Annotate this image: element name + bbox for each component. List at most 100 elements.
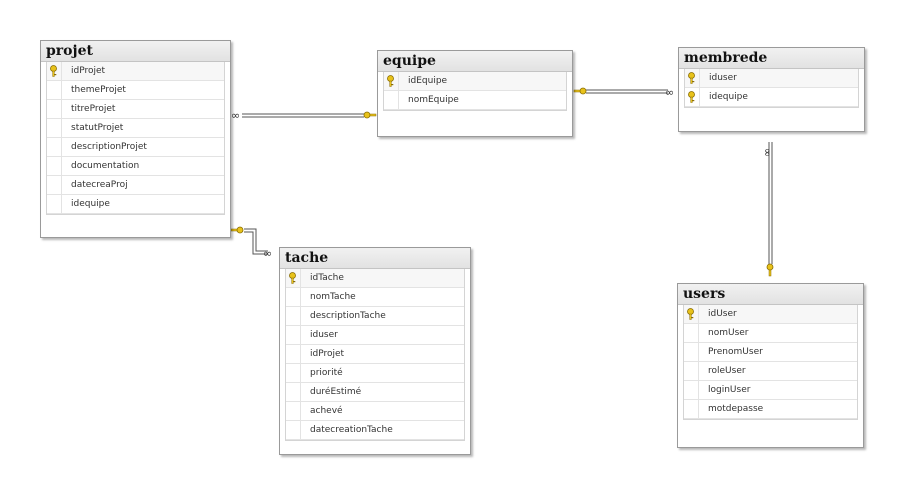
column-name: documentation bbox=[71, 161, 140, 171]
relationship-equipe-membrede bbox=[586, 89, 668, 94]
column-row[interactable]: datecreaProj bbox=[47, 176, 224, 195]
column-row[interactable]: achevé bbox=[286, 402, 464, 421]
svg-text:∞: ∞ bbox=[231, 109, 240, 122]
column-name: idequipe bbox=[709, 92, 748, 102]
row-selector bbox=[286, 269, 301, 287]
infinity-icon: ∞ bbox=[665, 86, 674, 99]
table-title: membrede bbox=[679, 48, 864, 69]
table-projet[interactable]: projet idProjet themeProjet titreProjet sta… bbox=[40, 40, 231, 238]
row-selector bbox=[384, 72, 399, 90]
infinity-icon: ∞ bbox=[761, 148, 774, 157]
column-row[interactable]: motdepasse bbox=[684, 400, 857, 419]
column-name: nomTache bbox=[310, 292, 356, 302]
column-row[interactable]: priorité bbox=[286, 364, 464, 383]
column-name: datecreaProj bbox=[71, 180, 128, 190]
table-title: equipe bbox=[378, 51, 572, 72]
infinity-icon: ∞ bbox=[263, 247, 272, 260]
column-row[interactable]: themeProjet bbox=[47, 81, 224, 100]
column-name: nomEquipe bbox=[408, 95, 459, 105]
column-row[interactable]: loginUser bbox=[684, 381, 857, 400]
row-selector bbox=[47, 138, 62, 156]
column-row[interactable]: idProjet bbox=[286, 345, 464, 364]
row-selector bbox=[47, 119, 62, 137]
column-name: idEquipe bbox=[408, 76, 448, 86]
svg-text:∞: ∞ bbox=[263, 247, 272, 260]
row-selector bbox=[685, 69, 700, 87]
column-name: datecreationTache bbox=[310, 425, 393, 435]
key-icon bbox=[766, 263, 774, 277]
column-row[interactable]: nomEquipe bbox=[384, 91, 566, 110]
column-row[interactable]: descriptionProjet bbox=[47, 138, 224, 157]
column-row[interactable]: descriptionTache bbox=[286, 307, 464, 326]
svg-text:∞: ∞ bbox=[761, 148, 774, 157]
column-row[interactable]: idEquipe bbox=[384, 72, 566, 91]
table-equipe[interactable]: equipe idEquipe nomEquipe bbox=[377, 50, 573, 137]
column-row[interactable]: idequipe bbox=[685, 88, 858, 107]
column-name: iduser bbox=[709, 73, 737, 83]
column-name: priorité bbox=[310, 368, 343, 378]
infinity-icon: ∞ bbox=[231, 109, 240, 122]
column-row[interactable]: PrenomUser bbox=[684, 343, 857, 362]
row-selector bbox=[286, 402, 301, 420]
column-name: loginUser bbox=[708, 385, 751, 395]
column-row[interactable]: nomUser bbox=[684, 324, 857, 343]
column-row[interactable]: datecreationTache bbox=[286, 421, 464, 440]
row-selector bbox=[685, 88, 700, 106]
column-list: idProjet themeProjet titreProjet statutProj… bbox=[46, 62, 225, 215]
row-selector bbox=[684, 381, 699, 399]
row-selector bbox=[684, 400, 699, 418]
primary-key-icon bbox=[687, 72, 696, 91]
column-name: descriptionTache bbox=[310, 311, 386, 321]
column-name: nomUser bbox=[708, 328, 749, 338]
row-selector bbox=[684, 305, 699, 323]
column-name: duréEstimé bbox=[310, 387, 362, 397]
column-list: idEquipe nomEquipe bbox=[383, 72, 567, 111]
row-selector bbox=[47, 81, 62, 99]
column-row[interactable]: idUser bbox=[684, 305, 857, 324]
column-name: idProjet bbox=[71, 66, 106, 76]
column-row[interactable]: roleUser bbox=[684, 362, 857, 381]
row-selector bbox=[47, 157, 62, 175]
relationship-projet-tache bbox=[244, 228, 268, 255]
row-selector bbox=[684, 343, 699, 361]
table-title: projet bbox=[41, 41, 230, 62]
primary-key-icon bbox=[687, 91, 696, 110]
table-title: users bbox=[678, 284, 863, 305]
row-selector bbox=[684, 362, 699, 380]
key-icon bbox=[573, 87, 587, 95]
row-selector bbox=[286, 364, 301, 382]
row-selector bbox=[286, 421, 301, 439]
table-membrede[interactable]: membrede iduser idequipe bbox=[678, 47, 865, 132]
row-selector bbox=[286, 307, 301, 325]
column-row[interactable]: idProjet bbox=[47, 62, 224, 81]
column-row[interactable]: titreProjet bbox=[47, 100, 224, 119]
row-selector bbox=[47, 195, 62, 213]
column-name: iduser bbox=[310, 330, 338, 340]
primary-key-icon bbox=[386, 75, 395, 94]
column-row[interactable]: nomTache bbox=[286, 288, 464, 307]
column-row[interactable]: duréEstimé bbox=[286, 383, 464, 402]
column-row[interactable]: documentation bbox=[47, 157, 224, 176]
column-name: descriptionProjet bbox=[71, 142, 147, 152]
column-name: statutProjet bbox=[71, 123, 124, 133]
row-selector bbox=[286, 326, 301, 344]
column-row[interactable]: idTache bbox=[286, 269, 464, 288]
svg-text:∞: ∞ bbox=[665, 86, 674, 99]
row-selector bbox=[286, 383, 301, 401]
column-row[interactable]: iduser bbox=[685, 69, 858, 88]
column-list: idTache nomTache descriptionTache iduser idP… bbox=[285, 269, 465, 441]
column-row[interactable]: iduser bbox=[286, 326, 464, 345]
row-selector bbox=[286, 288, 301, 306]
row-selector bbox=[286, 345, 301, 363]
row-selector bbox=[47, 176, 62, 194]
column-row[interactable]: idequipe bbox=[47, 195, 224, 214]
column-name: idTache bbox=[310, 273, 344, 283]
column-name: titreProjet bbox=[71, 104, 116, 114]
column-row[interactable]: statutProjet bbox=[47, 119, 224, 138]
relationship-membrede-users bbox=[768, 142, 773, 264]
row-selector bbox=[47, 100, 62, 118]
